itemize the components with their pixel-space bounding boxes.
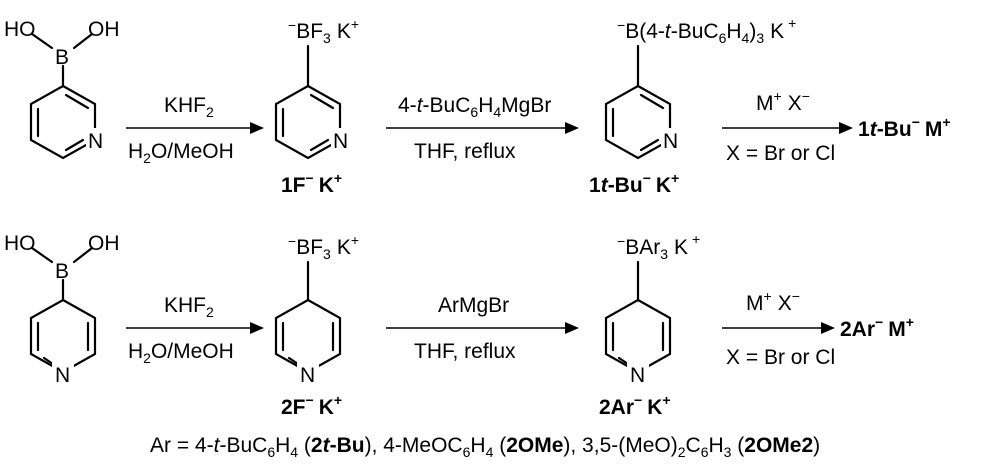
row1-step2-reagent: 4-t-BuC6H4MgBr — [398, 94, 551, 120]
row2-start-ho: HO — [4, 232, 36, 255]
row2-step1-reagent: KHF2 — [164, 294, 214, 320]
row1-int1-n: N — [333, 130, 348, 153]
row2-arrow-3-head — [821, 322, 835, 334]
row1-arrow-3-head — [839, 122, 853, 134]
row2-int1-label: 2F−K+ — [281, 392, 342, 419]
row1-step3-reagent: M+X− — [756, 88, 810, 115]
row1-step3-conditions: X = Br or Cl — [726, 142, 835, 165]
aryl-definition-footnote: Ar = 4-t-BuC6H4 (2t-Bu), 4-MeOC6H4 (2OMe… — [150, 434, 820, 460]
row2-step2-reagent: ArMgBr — [438, 294, 509, 317]
row2-start-oh: OH — [88, 232, 120, 255]
row2-step3-reagent: M+X− — [746, 288, 800, 315]
row2-start-pyridine-4-boronic-acid: HO OH B N — [4, 232, 120, 387]
row1-int2-n: N — [663, 130, 678, 153]
row1-start-ho: HO — [4, 18, 36, 41]
row1-arrow-2-head — [565, 122, 579, 134]
row2-int2-n: N — [630, 364, 645, 387]
row2-start-n: N — [55, 364, 70, 387]
row1-arrow-1-head — [250, 122, 264, 134]
row2-arrow-2-head — [565, 322, 579, 334]
row1-step1-solvent: H2O/MeOH — [128, 140, 234, 166]
row2-step1-solvent: H2O/MeOH — [128, 340, 234, 366]
row1-step2-conditions: THF, reflux — [414, 140, 516, 163]
row1-int2-label: 1t-Bu−K+ — [589, 170, 679, 197]
row1-start-n: N — [88, 130, 103, 153]
row2-step3-conditions: X = Br or Cl — [726, 346, 835, 369]
row1-start-pyridine-3-boronic-acid: HO OH B N — [4, 18, 120, 160]
row2-product-label: 2Ar−M+ — [840, 314, 914, 341]
row2-int2-label: 2Ar−K+ — [599, 392, 671, 419]
row2-int1-n: N — [300, 364, 315, 387]
row1-int1-label: 1F−K+ — [281, 170, 342, 197]
row1-start-b: B — [55, 46, 69, 69]
row1-start-oh: OH — [88, 18, 120, 41]
row1-step1-reagent: KHF2 — [164, 94, 214, 120]
row2-arrow-1-head — [250, 322, 264, 334]
row1-product-label: 1t-Bu−M+ — [858, 114, 951, 141]
row2-start-b: B — [55, 260, 69, 283]
row2-step2-conditions: THF, reflux — [414, 340, 516, 363]
